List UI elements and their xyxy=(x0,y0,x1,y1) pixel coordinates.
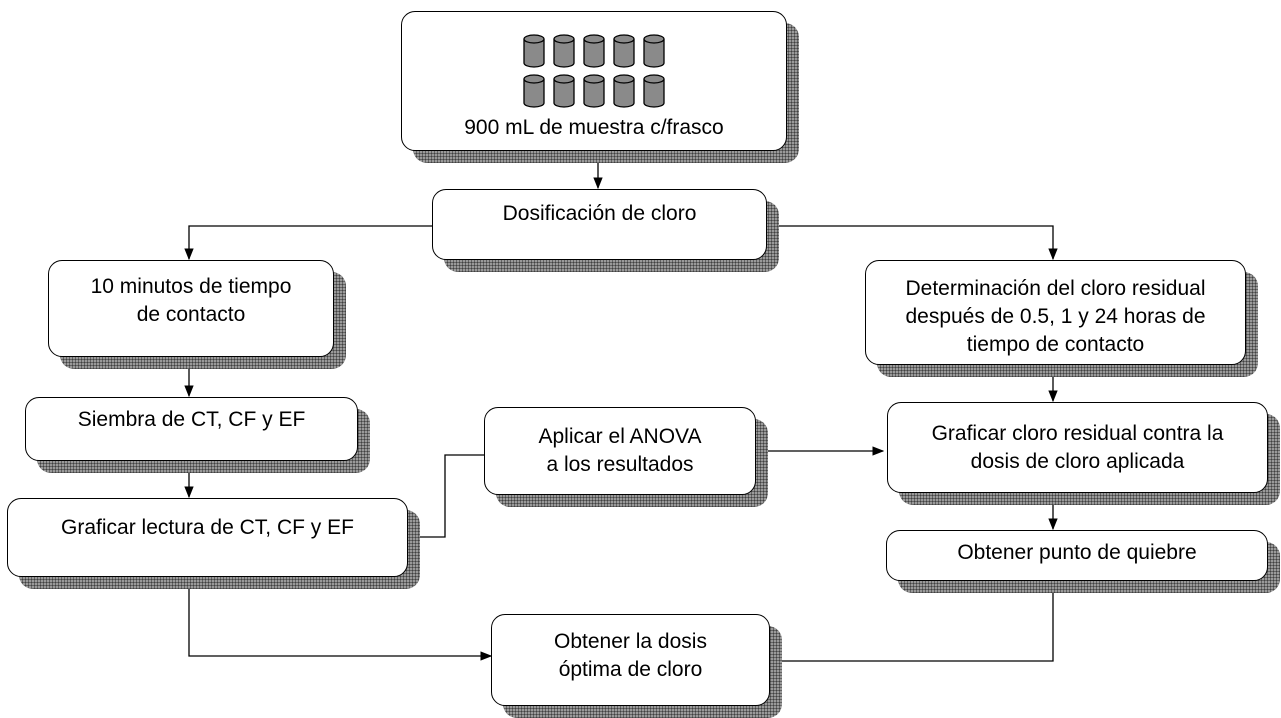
edge-dosificacion-contacto xyxy=(184,225,432,261)
node-graficar-cloro-label: Graficar cloro residual contra la dosis … xyxy=(931,421,1224,473)
edge-graficar-lectura-dosis xyxy=(188,577,493,661)
node-dosis-optima-label: Obtener la dosis óptima de cloro xyxy=(554,630,707,681)
edge-dosificacion-residual xyxy=(767,225,1058,261)
node-graficar-lectura-label: Graficar lectura de CT, CF y EF xyxy=(61,515,354,539)
edge-anova-graficar-lectura xyxy=(406,454,484,542)
node-dosificacion-label: Dosificación de cloro xyxy=(502,201,697,225)
jar-icon xyxy=(583,34,605,68)
node-dosificacion: Dosificación de cloro xyxy=(432,189,767,260)
node-dosis-optima: Obtener la dosis óptima de cloro xyxy=(491,614,770,706)
edge-quiebre-dosis xyxy=(768,581,1054,666)
jar-icon xyxy=(613,34,635,68)
node-muestra: 900 mL de muestra c/frasco xyxy=(401,11,787,151)
sample-jars-icon xyxy=(522,34,666,108)
node-residual-label: Determinación del cloro residual después… xyxy=(905,277,1206,356)
node-contacto-label: 10 minutos de tiempo de contacto xyxy=(90,274,292,326)
jar-row-top xyxy=(522,34,666,68)
jar-icon xyxy=(643,34,665,68)
jar-row-bottom xyxy=(522,74,666,108)
node-quiebre-label: Obtener punto de quiebre xyxy=(957,540,1197,564)
node-siembra: Siembra de CT, CF y EF xyxy=(25,397,358,461)
jar-icon xyxy=(553,34,575,68)
node-residual: Determinación del cloro residual después… xyxy=(865,260,1246,365)
node-graficar-cloro: Graficar cloro residual contra la dosis … xyxy=(887,402,1268,493)
jar-icon xyxy=(523,74,545,108)
node-muestra-label: 900 mL de muestra c/frasco xyxy=(464,116,724,139)
jar-icon xyxy=(523,34,545,68)
node-siembra-label: Siembra de CT, CF y EF xyxy=(77,408,306,431)
node-graficar-lectura: Graficar lectura de CT, CF y EF xyxy=(7,498,408,577)
node-contacto: 10 minutos de tiempo de contacto xyxy=(48,260,334,357)
jar-icon xyxy=(553,74,575,108)
jar-icon xyxy=(643,74,665,108)
node-anova-label: Aplicar el ANOVA a los resultados xyxy=(538,425,702,476)
node-anova: Aplicar el ANOVA a los resultados xyxy=(484,407,756,495)
node-quiebre: Obtener punto de quiebre xyxy=(886,530,1268,581)
jar-icon xyxy=(583,74,605,108)
jar-icon xyxy=(613,74,635,108)
